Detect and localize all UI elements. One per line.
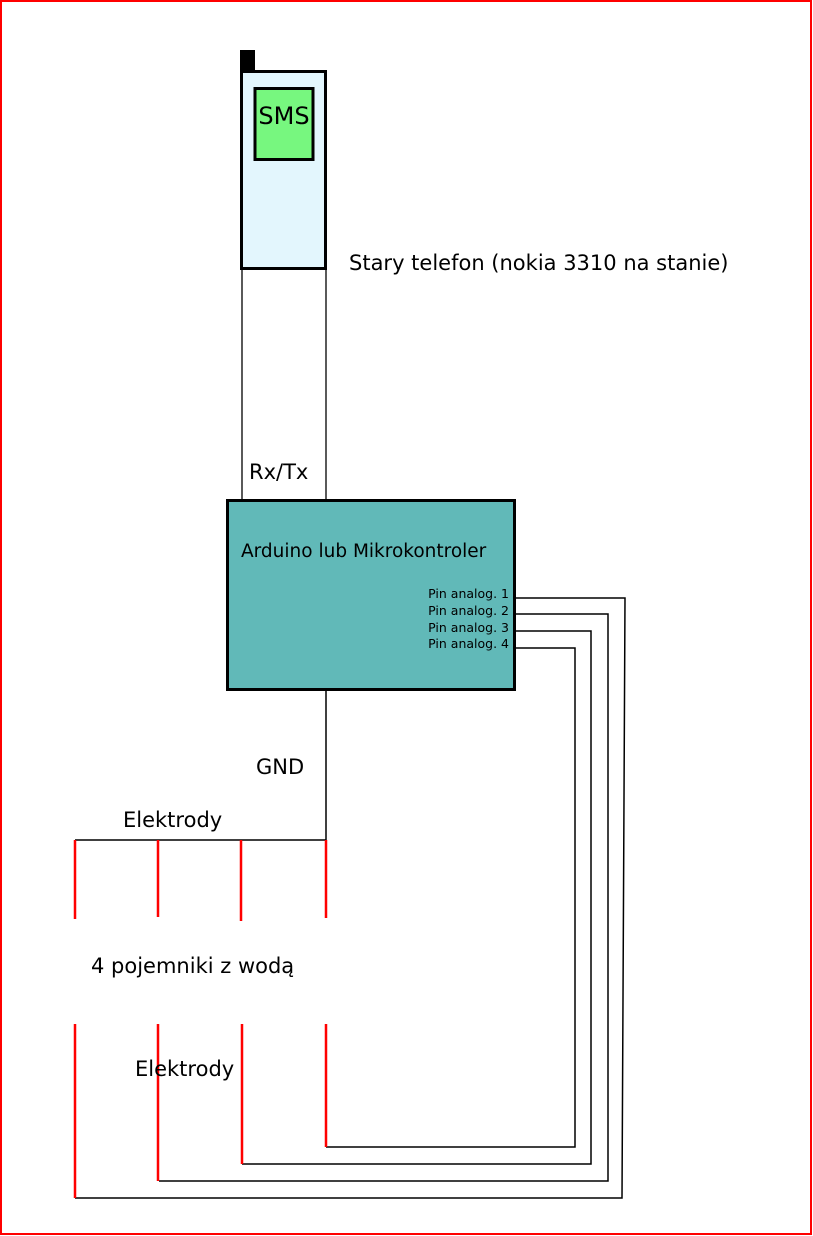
analog-wire-4 (326, 647, 576, 1148)
phone-screen-label: SMS (258, 102, 309, 130)
phone-caption: Stary telefon (nokia 3310 na stanie) (349, 251, 728, 275)
containers-label: 4 pojemniki z wodą (91, 954, 294, 978)
pin-label-4: Pin analog. 4 (428, 636, 509, 651)
analog-wire-1 (75, 597, 626, 1199)
phone-screen (253, 87, 315, 161)
gnd-label: GND (256, 755, 304, 779)
pin-label-2: Pin analog. 2 (428, 603, 509, 618)
pin-label-3: Pin analog. 3 (428, 620, 509, 635)
controller-title: Arduino lub Mikrokontroler (241, 541, 487, 562)
phone-antenna (240, 50, 255, 72)
pin-label-1: Pin analog. 1 (428, 586, 509, 601)
analog-wire-2 (159, 613, 609, 1182)
electrodes-bottom-label: Elektrody (135, 1057, 234, 1081)
controller-box (226, 499, 516, 691)
phone: SMS (240, 50, 327, 270)
rx-tx-label: Rx/Tx (249, 460, 308, 484)
electrodes-top-label: Elektrody (123, 808, 222, 832)
analog-wire-3 (242, 630, 592, 1165)
